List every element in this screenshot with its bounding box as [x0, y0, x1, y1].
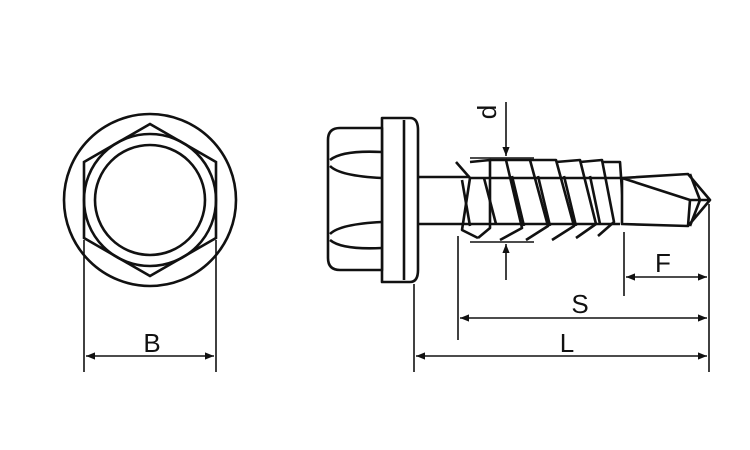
hex-inner-circle	[93, 143, 207, 257]
hex-head-outline	[82, 122, 218, 278]
hex-head-side	[326, 126, 384, 272]
washer-flange	[380, 116, 420, 284]
end-view	[62, 112, 238, 288]
dim-s-label: S	[571, 289, 588, 319]
dimension-d	[470, 102, 534, 280]
dimension-b	[83, 240, 217, 372]
shank	[413, 175, 470, 226]
washer-outer-circle	[62, 112, 238, 288]
thread-crests	[455, 158, 626, 242]
dim-b-label: B	[143, 328, 160, 358]
drill-point	[620, 172, 712, 228]
extension-lines	[413, 204, 710, 372]
dim-f-label: F	[655, 248, 671, 278]
dim-d-label: d	[472, 105, 502, 119]
dim-l-label: L	[560, 328, 574, 358]
hex-inner-circle-outer	[82, 132, 218, 268]
side-view	[326, 116, 712, 284]
hex-head-flats	[329, 150, 383, 250]
